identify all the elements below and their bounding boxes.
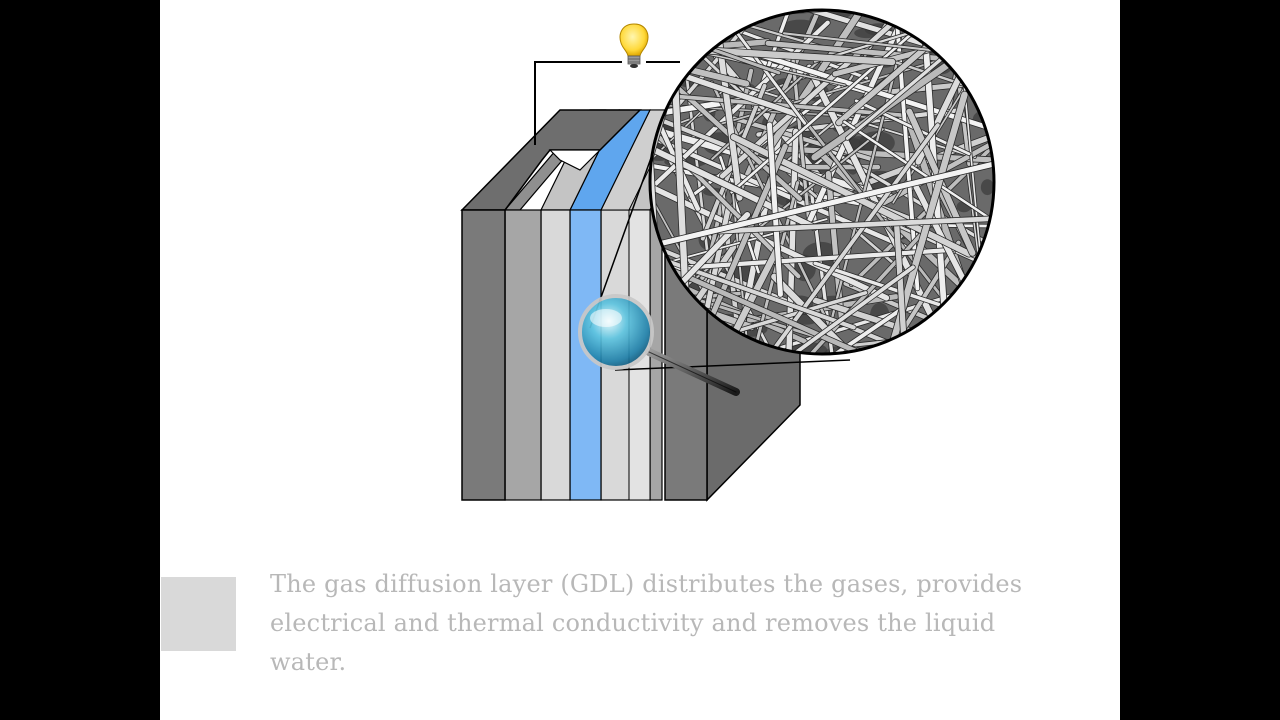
caption-text: The gas diffusion layer (GDL) distribute… xyxy=(270,570,1023,676)
magnifying-glass-icon xyxy=(578,294,740,396)
end-plate-left xyxy=(460,109,642,501)
fuel-cell-diagram xyxy=(460,8,996,502)
lightbulb-icon xyxy=(619,23,649,68)
circuit-wire xyxy=(534,61,680,145)
caption-marker xyxy=(161,577,236,651)
slide: The gas diffusion layer (GDL) distribute… xyxy=(160,0,1120,720)
